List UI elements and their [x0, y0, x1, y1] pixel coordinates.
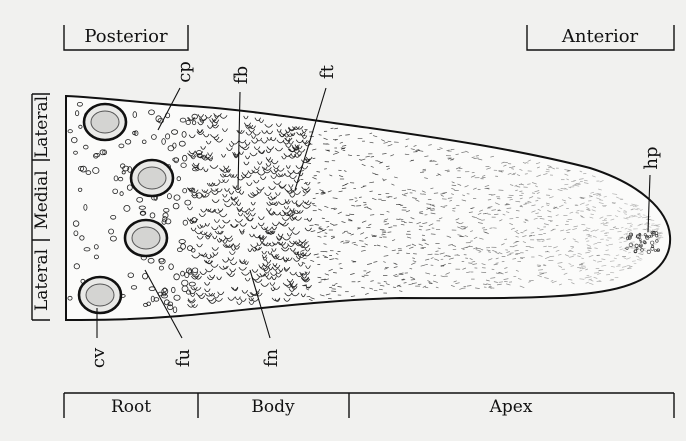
papilla-mark [302, 136, 305, 137]
lateral-top-label: Lateral [32, 96, 52, 158]
papilla-mark [580, 279, 585, 280]
papilla-mark [333, 273, 337, 274]
posterior-bracket: Posterior [64, 25, 188, 50]
lateral-bottom-label: Lateral [32, 249, 52, 311]
circumvallate-papilla [84, 104, 126, 140]
papilla-mark [374, 290, 378, 291]
papilla-mark [535, 201, 538, 202]
cp-label: cp [174, 61, 195, 83]
papilla-mark [566, 221, 569, 222]
papilla-mark [587, 275, 590, 276]
papilla-mark [431, 234, 436, 235]
papilla-mark [411, 280, 415, 281]
papilla-mark [488, 200, 491, 201]
papilla-mark [532, 193, 535, 194]
fu-label: fu [173, 349, 194, 367]
cv-label: cv [88, 347, 109, 368]
papilla-mark [602, 220, 607, 221]
papilla-mark [468, 263, 472, 264]
papilla-mark [588, 210, 591, 211]
papilla-mark [548, 246, 552, 247]
papilla-mark [626, 217, 630, 218]
papilla-mark [617, 231, 621, 232]
papilla-mark [481, 220, 485, 221]
anterior-label: Anterior [561, 26, 639, 47]
papilla-mark [402, 190, 406, 191]
papilla-mark [548, 189, 552, 190]
papilla-mark [425, 287, 428, 288]
papilla-mark [345, 135, 350, 136]
papilla-mark [419, 226, 423, 227]
fn-label: fn [261, 348, 282, 367]
papilla-mark [313, 158, 316, 159]
papilla-mark [524, 204, 527, 205]
papilla-mark [450, 160, 454, 161]
papilla-mark [420, 212, 423, 213]
circumvallate-papilla [79, 277, 121, 313]
papilla-mark [538, 266, 541, 267]
papilla-mark [326, 221, 330, 222]
papilla-mark [418, 284, 421, 285]
papilla-mark [331, 291, 336, 292]
papilla-mark [539, 273, 544, 274]
papilla-mark [580, 268, 584, 269]
hp-label: hp [641, 146, 662, 169]
papilla-mark [576, 213, 579, 214]
papilla-mark [496, 263, 499, 264]
papilla-mark [659, 233, 663, 234]
papilla-mark [537, 198, 540, 199]
papilla-mark [547, 239, 551, 240]
papilla-mark [388, 232, 392, 233]
papilla-mark [507, 208, 512, 209]
circumvallate-papilla [131, 160, 173, 196]
medial-label: Medial [32, 170, 52, 229]
papilla-mark [494, 214, 498, 215]
papilla-mark [386, 166, 389, 167]
papilla-mark [519, 191, 522, 192]
papilla-mark [499, 282, 503, 283]
papilla-mark [306, 287, 310, 288]
ft-label: ft [317, 64, 338, 79]
circumvallate-papilla [125, 220, 167, 256]
papilla-mark [620, 199, 623, 200]
posterior-label: Posterior [84, 26, 168, 47]
papilla-mark [397, 253, 400, 254]
papilla-mark [452, 211, 455, 212]
root-label: Root [111, 397, 151, 417]
papilla-mark [349, 214, 354, 215]
anterior-bracket: Anterior [527, 25, 674, 50]
papilla-mark [407, 189, 411, 190]
side-brackets: Lateral Medial Lateral [32, 94, 52, 320]
papilla-mark [654, 226, 657, 227]
papilla-mark [343, 243, 347, 244]
papilla-mark [581, 224, 585, 225]
papilla-mark [594, 273, 599, 274]
papilla-mark [453, 249, 456, 250]
papilla-mark [318, 183, 321, 184]
papilla-mark [452, 185, 456, 186]
body-label: Body [251, 397, 295, 417]
papilla-mark [425, 264, 428, 265]
fb-label: fb [231, 66, 252, 84]
papilla-mark [651, 220, 654, 221]
apex-label: Apex [489, 397, 533, 417]
papilla-mark [526, 250, 529, 251]
papilla-mark [643, 215, 646, 216]
papilla-mark [434, 193, 438, 194]
papilla-mark [456, 205, 459, 206]
bottom-brackets [64, 393, 674, 418]
papilla-mark [359, 197, 362, 198]
papilla-mark [380, 229, 384, 230]
